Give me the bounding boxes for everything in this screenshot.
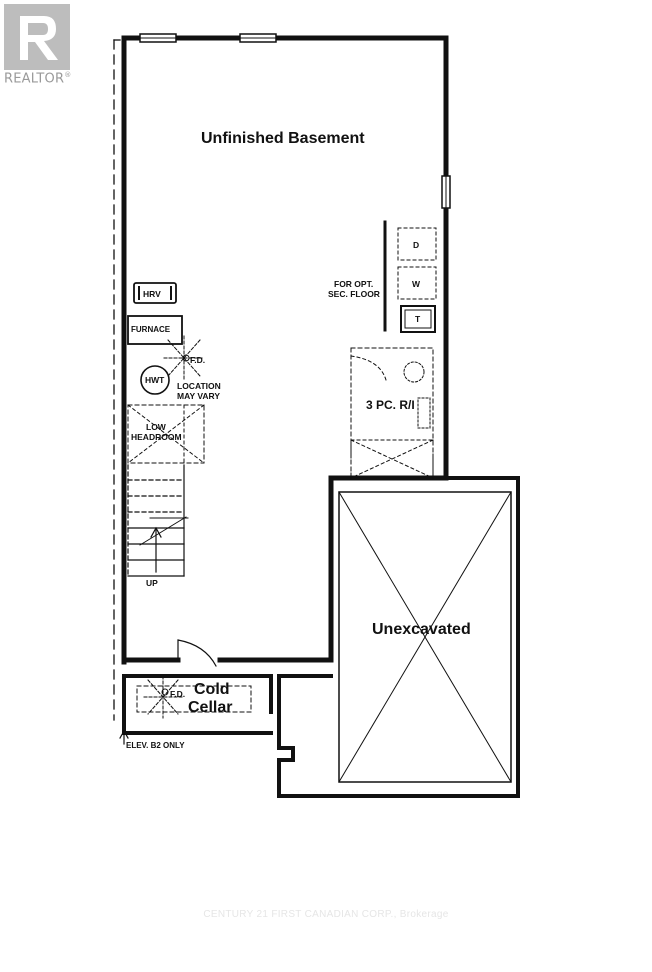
elevation-note: ELEV. B2 ONLY — [126, 741, 185, 750]
cellar-floor-drain-label: F.D. — [170, 689, 186, 699]
low-headroom-zone — [127, 404, 205, 464]
dryer-outline — [397, 227, 437, 261]
hwt-label: HWT — [145, 375, 165, 385]
furnace-label: FURNACE — [131, 325, 171, 334]
washer-label: W — [412, 279, 421, 289]
realtor-logo: REALTOR® — [4, 4, 72, 86]
furnace-unit — [127, 315, 183, 345]
floor-drain-symbol — [163, 335, 205, 381]
low-headroom-label-line2: HEADROOM — [131, 432, 182, 442]
laundry-tub-label: T — [415, 314, 421, 324]
bathroom-door — [350, 355, 387, 381]
realtor-r-logo-icon — [4, 4, 70, 70]
unfinished-basement-label: Unfinished Basement — [201, 130, 365, 147]
floor-drain-label: F.D. — [190, 355, 206, 365]
washer-outline — [397, 266, 437, 300]
hwt-tank — [140, 365, 170, 395]
low-headroom-label-line1: LOW — [146, 422, 166, 432]
cold-cellar-door — [177, 639, 217, 667]
toilet-outline — [417, 397, 431, 429]
location-label-line2: MAY VARY — [177, 391, 220, 401]
cold-cellar-inner — [136, 685, 252, 713]
unexcavated-inner — [338, 491, 512, 783]
bathroom-label: 3 PC. R/I — [366, 398, 415, 412]
opt-floor-label-line1: FOR OPT. — [334, 279, 374, 289]
stairs — [127, 464, 189, 577]
opt-floor-label-line2: SEC. FLOOR — [328, 289, 380, 299]
brokerage-watermark: CENTURY 21 FIRST CANADIAN CORP., Brokera… — [203, 909, 449, 920]
cellar-floor-drain-symbol — [143, 675, 183, 719]
registered-mark: ® — [64, 71, 72, 79]
cold-cellar-label-line2: Cellar — [188, 699, 233, 716]
bathroom-outline — [350, 347, 434, 479]
realtor-logo-text: REALTOR — [4, 71, 65, 87]
laundry-tub — [400, 305, 436, 333]
hrv-label: HRV — [143, 289, 161, 299]
stair-up-label: UP — [146, 578, 158, 588]
cold-cellar-label-line1: Cold — [194, 681, 230, 698]
unexcavated-outer — [277, 476, 520, 798]
dryer-label: D — [413, 240, 420, 250]
location-label-line1: LOCATION — [177, 381, 221, 391]
unexcavated-label: Unexcavated — [372, 621, 471, 638]
sink-outline — [403, 361, 425, 383]
hrv-unit — [133, 282, 177, 304]
